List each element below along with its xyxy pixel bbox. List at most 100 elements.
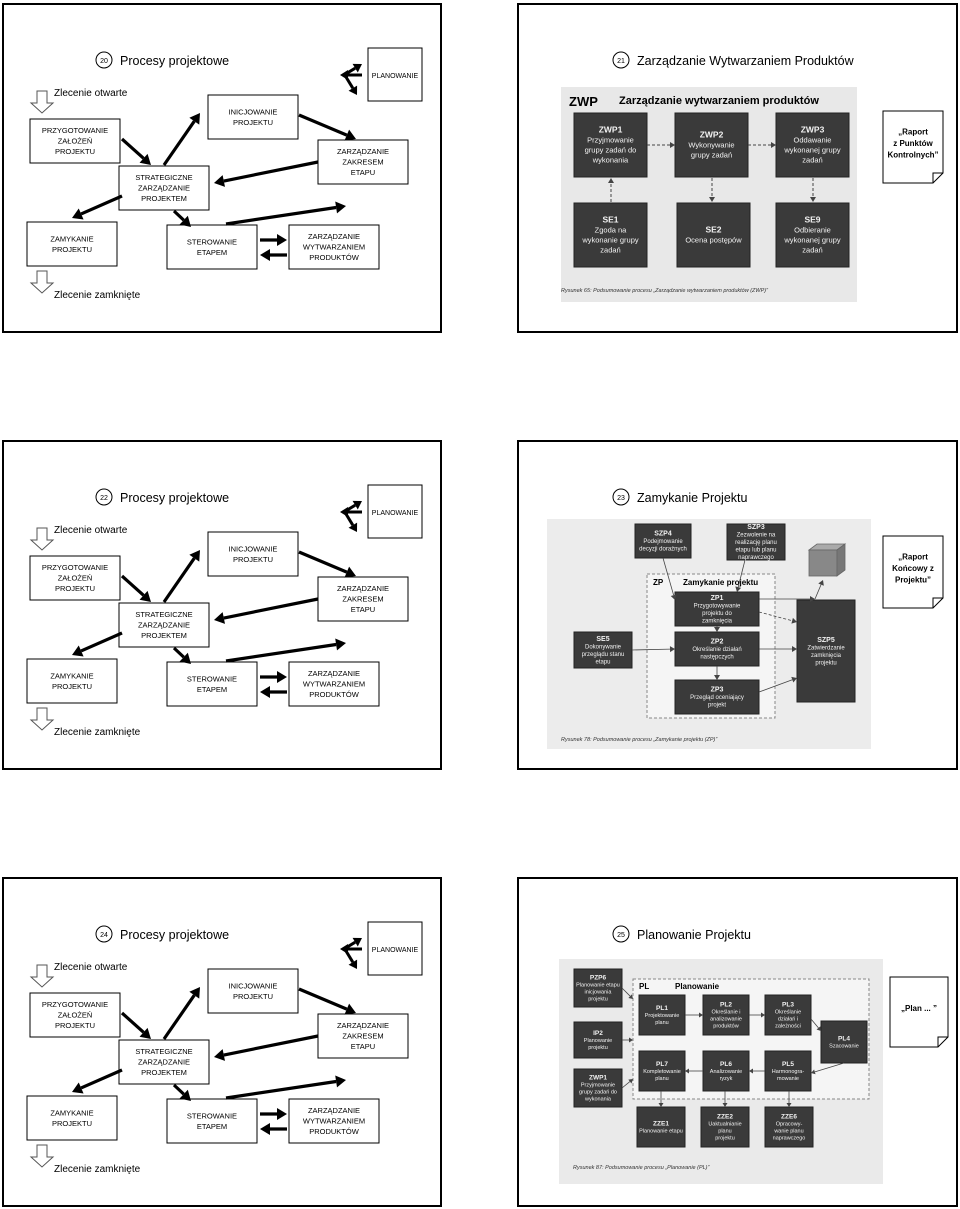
arrow-head	[260, 249, 270, 261]
slide-number: 25	[617, 932, 625, 939]
box-code: PL3	[782, 1001, 794, 1008]
down-arrow-icon	[29, 527, 55, 551]
arrow-head	[699, 1012, 703, 1018]
arrow-head	[214, 612, 225, 624]
box-szp3	[726, 523, 786, 561]
arrow-head	[139, 153, 151, 165]
text-label: ZARZĄDZANIE	[337, 584, 389, 593]
text-label: ETAPEM	[197, 1122, 227, 1131]
arrow-head	[658, 1103, 664, 1107]
zlecenie-zamkniete-label: Zlecenie zamknięte	[54, 727, 141, 738]
text-label: PROJEKTEM	[141, 631, 187, 640]
box-code: SZP5	[817, 637, 835, 644]
flow-arrow	[172, 1083, 185, 1096]
box-se2	[676, 202, 751, 268]
text-label: PLANOWANIE	[372, 947, 419, 954]
slide-number: 22	[100, 495, 108, 502]
slide-number: 24	[100, 932, 108, 939]
text-label: PROJEKTU	[233, 992, 273, 1001]
arrow-head	[277, 1108, 287, 1120]
slide-title: Zamykanie Projektu	[637, 491, 748, 505]
planning-arrow	[344, 513, 355, 526]
box-text: grupy zadań	[691, 151, 732, 160]
box-pzp6	[573, 968, 623, 1008]
box-text: zadań	[802, 156, 822, 165]
box-code: ZP3	[711, 687, 724, 694]
database-cube-side	[836, 543, 846, 577]
arrow-head	[348, 522, 358, 532]
figure-caption: Rysunek 78: Podsumowanie procesu „Zamyka…	[561, 737, 718, 743]
arrow-head	[344, 566, 356, 578]
flow-arrow	[298, 113, 348, 137]
box-code: SE5	[596, 636, 609, 643]
box-text: Przegląd oceniający	[690, 695, 744, 701]
document-note	[882, 110, 944, 184]
arrow-head	[352, 63, 362, 73]
box-pl1	[638, 994, 686, 1036]
box-pl3	[764, 994, 812, 1036]
flow-arrow	[120, 1011, 145, 1034]
arrow-head	[348, 959, 358, 969]
box-zamykanie	[26, 658, 118, 704]
text-label: STRATEGICZNE	[135, 1047, 192, 1056]
flow-arrow	[120, 137, 145, 160]
text-label: ZAŁOŻEŃ	[58, 137, 93, 146]
arrow-head	[709, 197, 715, 202]
planning-arrow	[343, 940, 356, 951]
flow-arrow	[298, 987, 348, 1011]
box-szp4	[634, 523, 692, 559]
box-text: naprawczego	[738, 555, 774, 561]
arrow-head	[214, 175, 225, 187]
slide-number-badge	[95, 488, 113, 506]
flow-arrow	[225, 205, 337, 226]
box-code: PL1	[656, 1005, 668, 1012]
text-label: ETAPEM	[197, 685, 227, 694]
text-label: PROJEKTU	[233, 555, 273, 564]
box-text: analizowanie	[710, 1016, 742, 1022]
zlecenie-otwarte-label: Zlecenie otwarte	[54, 525, 128, 536]
box-zarz-zakresem	[317, 139, 409, 185]
flow-arrow	[80, 194, 123, 216]
zlecenie-zamkniete-label: Zlecenie zamknięte	[54, 290, 141, 301]
flow-arrow	[737, 559, 746, 588]
box-text: Harmonogra-	[772, 1069, 805, 1075]
slide-number-badge	[612, 51, 630, 69]
box-text: Uaktualnianie	[708, 1121, 741, 1127]
box-przygotowanie	[29, 555, 121, 601]
box-text: naprawczego	[773, 1135, 806, 1141]
box-text: Przygotowywanie	[694, 603, 741, 609]
flow-arrow	[223, 1034, 319, 1057]
text-label: PROJEKTU	[52, 245, 92, 254]
text-label: PLANOWANIE	[372, 510, 419, 517]
box-text: Zatwierdzanie	[807, 645, 845, 651]
box-text: projektu	[715, 1135, 735, 1141]
box-planowanie	[367, 47, 423, 102]
box-code: SZP3	[747, 524, 765, 531]
box-strategiczne	[118, 165, 210, 211]
arrow-head	[335, 638, 346, 651]
flow-arrow	[223, 160, 319, 183]
arrow-head	[735, 586, 742, 592]
figure-caption: Rysunek 65: Podsumowanie procesu „Zarząd…	[561, 288, 769, 294]
box-sterowanie	[166, 1098, 258, 1144]
slide-number: 20	[100, 58, 108, 65]
arrow-head	[761, 1012, 765, 1018]
arrow-head	[670, 142, 675, 148]
box-text: wykonanej grupy	[783, 146, 841, 155]
box-code: SE1	[602, 215, 618, 225]
text-label: WYTWARZANIEM	[303, 243, 365, 252]
arrow-head	[629, 1037, 633, 1043]
box-zamykanie	[26, 1095, 118, 1141]
box-text: zamknięcia	[702, 618, 733, 624]
arrow-head	[344, 129, 356, 141]
text-label: ZAKRESEM	[342, 595, 383, 604]
box-text: Dokonywanie	[585, 644, 622, 650]
box-text: Szacowanie	[829, 1043, 859, 1049]
text-label: ETAPU	[351, 605, 375, 614]
box-code: PL5	[782, 1061, 794, 1068]
arrow-head	[818, 580, 824, 586]
box-text: Planowanie etapu	[576, 982, 620, 988]
box-se9	[775, 202, 850, 268]
